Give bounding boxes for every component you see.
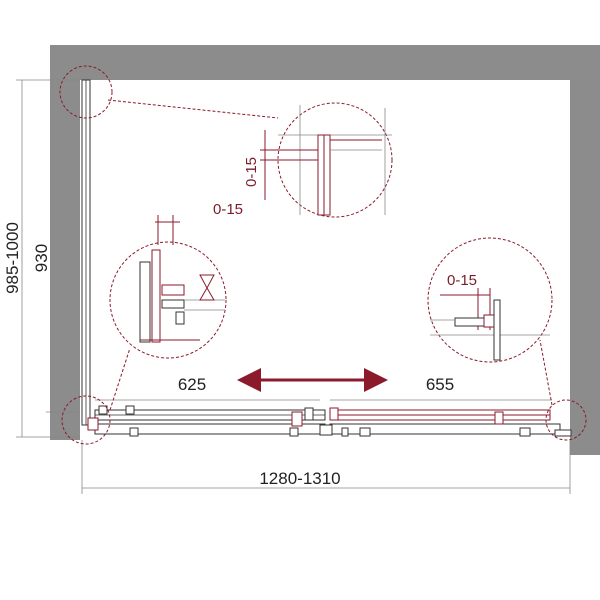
rollers <box>87 405 531 437</box>
detail-marker-bottom-left <box>61 395 111 445</box>
dim-overall-width <box>81 440 571 494</box>
overall-height-label: 985-1000 <box>3 222 22 294</box>
wall-top <box>50 45 600 80</box>
panel-height-label: 930 <box>32 244 51 272</box>
detail-top <box>260 102 393 218</box>
detail-right-label: 0-15 <box>447 272 477 289</box>
side-panel <box>81 79 91 426</box>
detail-marker-bottom-right <box>545 399 587 441</box>
wall-right <box>570 45 600 455</box>
door-track <box>94 409 572 437</box>
detail-left <box>109 215 227 359</box>
detail-right <box>427 237 553 363</box>
detail-marker-top <box>59 65 113 119</box>
right-door-width-label: 655 <box>426 375 454 394</box>
left-door-width-label: 625 <box>178 375 206 394</box>
detail-top-label: 0-15 <box>243 157 260 187</box>
overall-width-label: 1280-1310 <box>259 469 340 488</box>
detail-left-label: 0-15 <box>213 201 243 218</box>
